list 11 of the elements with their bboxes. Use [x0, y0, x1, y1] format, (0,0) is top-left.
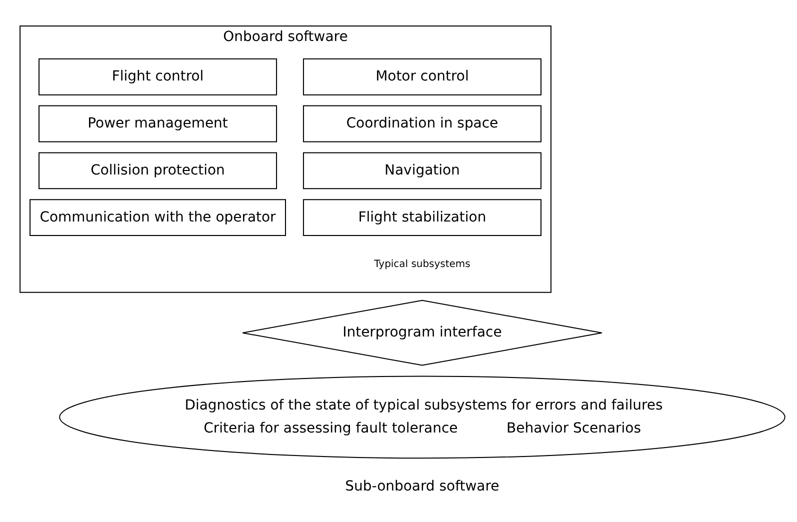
node-box: Motor control	[302, 58, 542, 95]
node-box: Flight control	[38, 58, 278, 95]
node-diamond: Interprogram interface	[242, 299, 602, 366]
node-box: Navigation	[302, 152, 542, 189]
node-box: Collision protection	[38, 152, 278, 189]
node-box: Flight stabilization	[302, 198, 542, 236]
node-box: Power management	[38, 104, 278, 142]
node-box: Communication with the operator	[30, 198, 286, 236]
node-label: Sub-onboard software	[345, 478, 500, 494]
node-ellipse: Diagnostics of the state of typical subsystems for errors and failures Criteria for assessing fault tolerance Behavior Scenarios	[59, 375, 786, 458]
node-box: Coordination in space	[302, 104, 542, 142]
